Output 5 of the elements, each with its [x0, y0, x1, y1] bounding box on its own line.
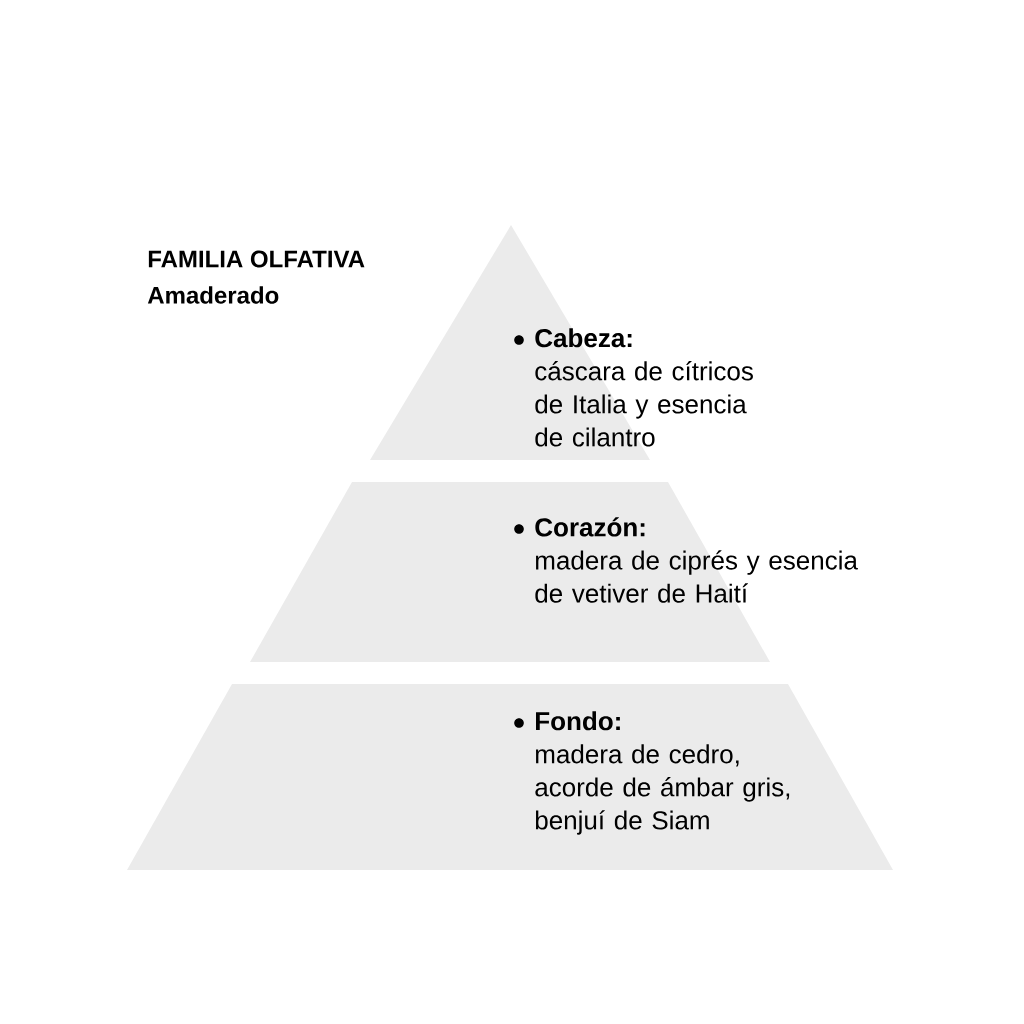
- pyramid-tier: Fondo: madera de cedro, acorde de ámbar gris, benjuí de Siam: [127, 684, 893, 870]
- pyramid-tier: Corazón: madera de ciprés y esencia de vetiver de Haití: [250, 482, 858, 662]
- pyramid-tier: Cabeza: cáscara de cítricos de Italia y esencia de cilantro: [370, 225, 753, 460]
- subheading: Amaderado: [147, 286, 279, 304]
- heading: FAMILIA OLFATIVA: [148, 250, 365, 268]
